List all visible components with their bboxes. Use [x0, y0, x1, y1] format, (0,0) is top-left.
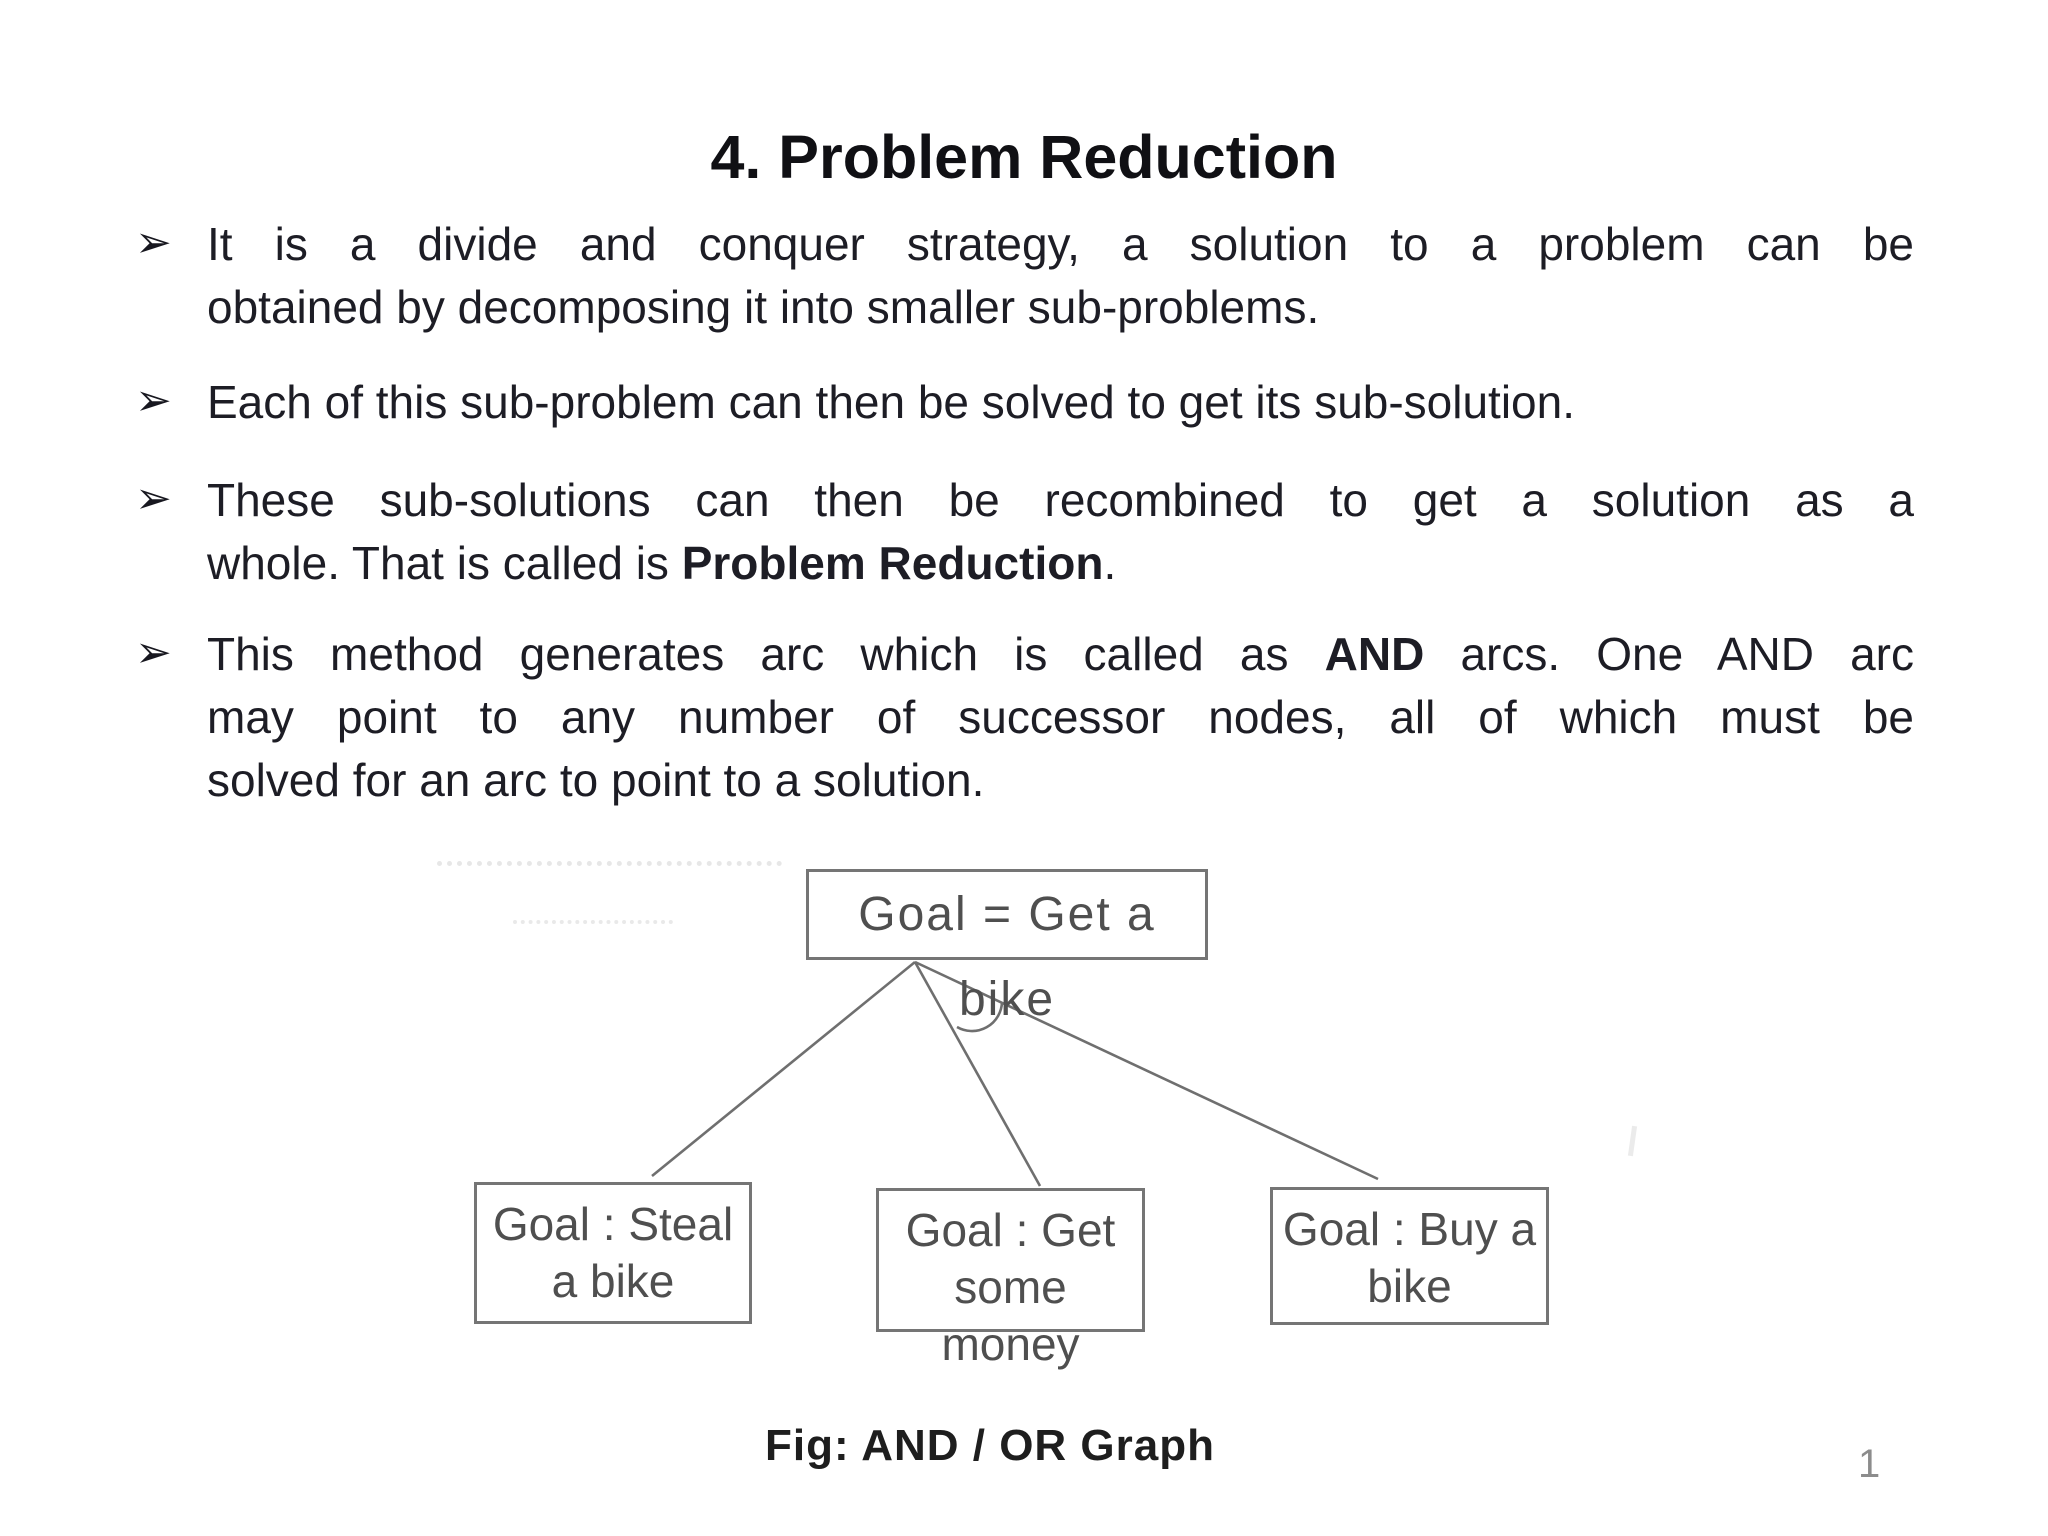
goal-node-label-line: bike	[1367, 1260, 1452, 1312]
edge-middle	[913, 961, 1042, 1187]
goal-node-label-line: a bike	[551, 1255, 675, 1307]
bullet-item: ➢ These sub-solutions can then be recombi…	[135, 469, 1919, 595]
scan-noise	[437, 861, 782, 866]
bullet-text-line: These sub-solutions can then be recombin…	[207, 474, 1914, 526]
scan-noise	[513, 920, 673, 924]
edge-left	[651, 960, 916, 1178]
goal-node-label-line: Goal : Get	[905, 1204, 1116, 1256]
bullet-item: ➢ It is a divide and conquer strategy, a …	[135, 213, 1919, 339]
bullet-list: ➢ It is a divide and conquer strategy, a …	[135, 0, 1925, 860]
edge-right	[914, 960, 1379, 1181]
page-title: 4. Problem Reduction	[710, 123, 1338, 191]
bullet-text-line: may point to any number of successor nod…	[207, 691, 1914, 743]
goal-node-label-line: Goal = Get a bike	[858, 888, 1156, 1026]
bullet-text-line: This method generates arc which is calle…	[207, 628, 1915, 680]
arrow-bullet-icon: ➢	[135, 473, 172, 524]
arrow-bullet-icon: ➢	[135, 217, 172, 268]
goal-node-root: Goal = Get a bike	[806, 869, 1208, 1026]
bullet-text: It is a divide and conquer strategy, a s…	[207, 213, 1914, 339]
goal-node-label-line: Goal : Buy a	[1282, 1203, 1537, 1255]
goal-node-label-line: Goal : Steal	[492, 1198, 734, 1250]
bullet-item: ➢ Each of this sub-problem can then be so…	[135, 371, 1919, 434]
bullet-text-line: Each of this sub-problem can then be sol…	[207, 376, 1576, 428]
bullet-text-line: It is a divide and conquer strategy, a s…	[207, 218, 1914, 270]
bullet-item: ➢ This method generates arc which is call…	[135, 623, 1919, 812]
bullet-text-line: whole. That is called is Problem Reducti…	[207, 537, 1117, 589]
goal-node-label-line: some money	[941, 1261, 1080, 1370]
page-number: 1	[1858, 1442, 1881, 1486]
and-arc	[956, 1001, 1004, 1033]
arrow-bullet-icon: ➢	[135, 375, 172, 426]
figure-caption: Fig: AND / OR Graph	[764, 1421, 1216, 1470]
bullet-text: Each of this sub-problem can then be sol…	[207, 371, 1914, 434]
bullet-text: These sub-solutions can then be recombin…	[207, 469, 1914, 595]
bullet-text-line: solved for an arc to point to a solution…	[207, 754, 985, 806]
bullet-text-line: obtained by decomposing it into smaller …	[207, 281, 1320, 333]
bullet-text: This method generates arc which is calle…	[207, 623, 1914, 812]
arrow-bullet-icon: ➢	[135, 627, 172, 678]
